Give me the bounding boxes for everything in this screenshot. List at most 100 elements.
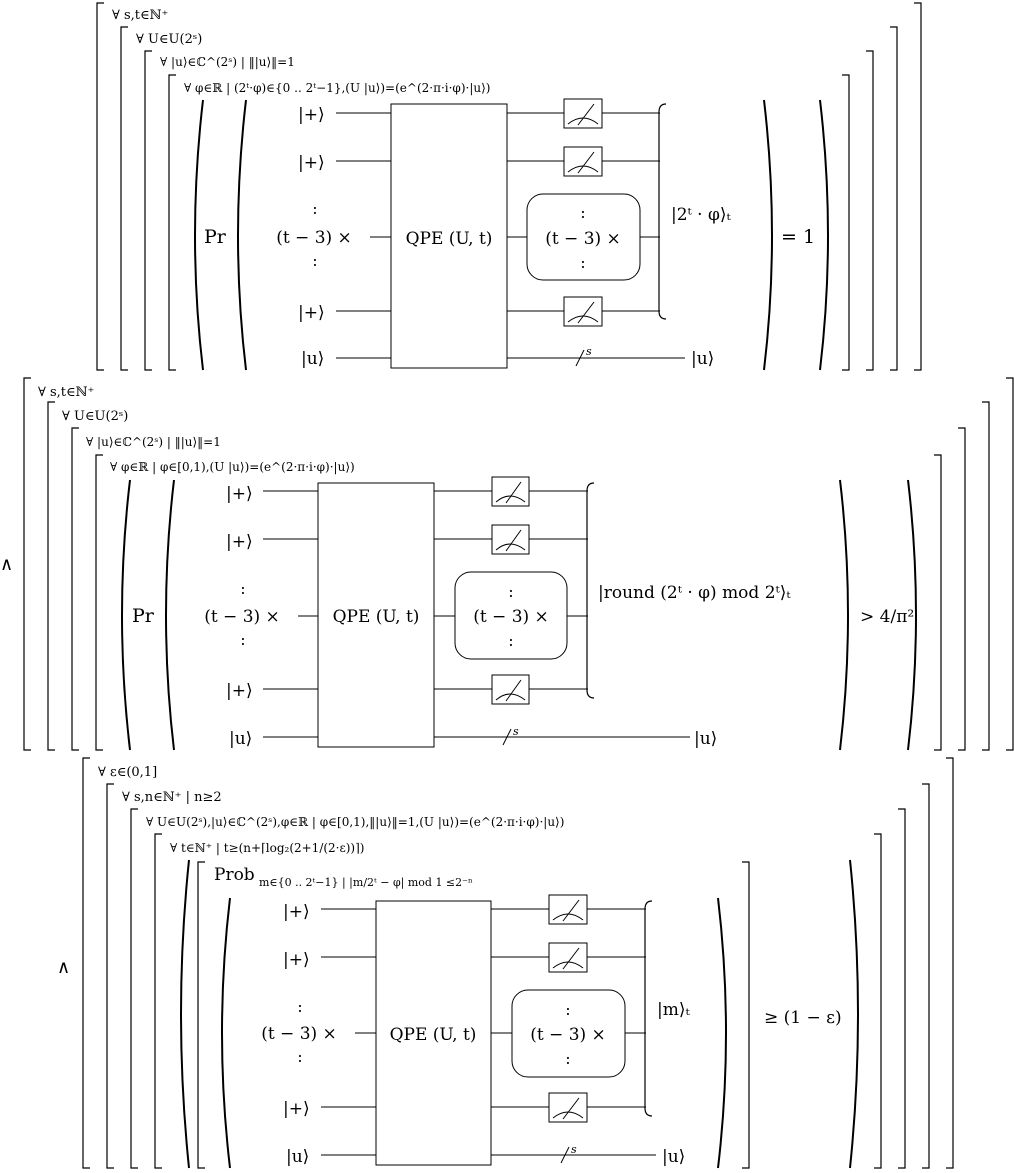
bracket-left <box>95 454 103 751</box>
bracket-left <box>82 757 90 1169</box>
probability-relation: ≥ (1 − ε) <box>764 1008 842 1028</box>
bracket-left <box>130 808 138 1169</box>
and-connective: ∧ <box>0 554 13 575</box>
bracket-right <box>898 808 906 1169</box>
bracket-right <box>914 2 922 371</box>
repeat-count-label: (t − 3) × <box>545 229 621 249</box>
ellipsis-dots: : <box>240 630 245 649</box>
quantifier-line: ∀ |u⟩∈ℂ^(2ˢ) | ‖|u⟩‖=1 <box>160 55 295 69</box>
bracket-left <box>106 783 114 1169</box>
input-state-label: |+⟩ <box>298 105 325 125</box>
quantifier-line: ∀ s,t∈ℕ⁺ <box>112 8 168 23</box>
paren-close <box>907 479 917 751</box>
repeat-count-label: (t − 3) × <box>473 607 549 627</box>
paren-open <box>121 479 131 751</box>
input-state-label: |+⟩ <box>283 1099 310 1119</box>
qpe-gate <box>375 900 492 1166</box>
bracket-right <box>982 401 990 751</box>
bracket-right <box>1006 377 1014 751</box>
qpe-gate-label: QPE (U, t) <box>406 229 493 249</box>
input-state-label: |+⟩ <box>283 902 310 922</box>
probability-label: Prob <box>214 865 255 885</box>
probability-relation: > 4/π² <box>860 607 914 627</box>
paren-open <box>165 479 175 751</box>
and-connective: ∧ <box>57 957 70 978</box>
bracket-right <box>742 861 750 1169</box>
qpe-gate-label: QPE (U, t) <box>333 607 420 627</box>
outcome-ket: |m⟩ₜ <box>657 1000 690 1020</box>
paren-open <box>194 99 204 371</box>
output-state-label: |u⟩ <box>694 729 717 749</box>
block-3: ∀ ε∈(0,1] ∀ s,n∈ℕ⁺ | n≥2 ∀ U∈U(2ˢ),|u⟩∈ℂ… <box>82 757 954 1169</box>
paren-close <box>819 99 829 371</box>
repeat-count-label: (t − 3) × <box>204 607 280 627</box>
bus-width-label: s <box>513 725 519 738</box>
bracket-right <box>958 427 966 751</box>
block-1: ∀ s,t∈ℕ⁺ ∀ U∈U(2ˢ) ∀ |u⟩∈ℂ^(2ˢ) | ‖|u⟩‖=… <box>96 2 922 371</box>
bus-slash <box>502 728 512 746</box>
bracket-left <box>197 861 205 1169</box>
ellipsis-dots: : <box>580 253 585 272</box>
quantifier-line: ∀ U∈U(2ˢ) <box>62 409 128 424</box>
ellipsis-dots: : <box>312 251 317 270</box>
bracket-right <box>874 833 882 1169</box>
measurement-group-box <box>526 193 641 281</box>
meter-icon <box>491 476 530 507</box>
output-state-label: |u⟩ <box>662 1147 685 1167</box>
input-state-label: |u⟩ <box>229 729 252 749</box>
bracket-left <box>120 26 128 371</box>
quantifier-line: ∀ φ∈ℝ | (2ᵗ·φ)∈{0 .. 2ᵗ−1},(U |u⟩)=(e^(2… <box>184 81 490 95</box>
ellipsis-dots: : <box>297 1047 302 1066</box>
quantifier-line: ∀ U∈U(2ˢ),|u⟩∈ℂ^(2ˢ),φ∈ℝ | φ∈[0,1),‖|u⟩‖… <box>146 815 564 829</box>
bracket-right <box>842 74 850 371</box>
quantifier-line: ∀ t∈ℕ⁺ | t≥(n+⌈log₂(2+1/(2·ε))⌉) <box>170 841 364 855</box>
input-state-label: |+⟩ <box>226 681 253 701</box>
ellipsis-dots: : <box>297 997 302 1016</box>
input-state-label: |+⟩ <box>298 153 325 173</box>
bracket-left <box>154 833 162 1169</box>
quantifier-line: ∀ U∈U(2ˢ) <box>136 32 202 47</box>
bracket-right <box>946 757 954 1169</box>
input-state-label: |u⟩ <box>286 1147 309 1167</box>
meter-icon <box>563 98 603 129</box>
bus-slash <box>575 349 585 367</box>
meter-icon <box>563 296 603 327</box>
bracket-right <box>922 783 930 1169</box>
paren-close <box>763 99 773 371</box>
repeat-count-label: (t − 3) × <box>261 1024 337 1044</box>
input-state-label: |u⟩ <box>301 349 324 369</box>
repeat-count-label: (t − 3) × <box>276 228 352 248</box>
paren-close <box>839 479 849 751</box>
ellipsis-dots: : <box>565 1049 570 1068</box>
probability-label: Pr <box>132 605 155 627</box>
output-brace <box>644 900 653 1117</box>
bracket-left <box>168 74 176 371</box>
meter-icon <box>491 674 530 705</box>
ellipsis-dots: : <box>580 203 585 222</box>
probability-label: Pr <box>204 226 227 248</box>
quantifier-line: ∀ |u⟩∈ℂ^(2ˢ) | ‖|u⟩‖=1 <box>86 435 221 449</box>
measurement-group-box <box>454 571 568 660</box>
probability-subscript: m∈{0 .. 2ᵗ−1} | |m/2ᵗ − φ| mod 1 ≤2⁻ⁿ <box>259 876 473 890</box>
meter-icon <box>563 146 603 177</box>
input-state-label: |+⟩ <box>283 950 310 970</box>
repeat-count-label: (t − 3) × <box>530 1025 606 1045</box>
bracket-right <box>890 26 898 371</box>
paren-open <box>180 859 190 1169</box>
bracket-left <box>47 401 55 751</box>
bus-width-label: s <box>586 345 592 358</box>
bracket-right <box>866 50 874 371</box>
meter-icon <box>548 894 588 925</box>
outcome-ket: |round (2ᵗ · φ) mod 2ᵗ⟩ₜ <box>598 583 791 603</box>
output-state-label: |u⟩ <box>691 349 714 369</box>
bracket-right <box>934 454 942 751</box>
bracket-left <box>144 50 152 371</box>
meter-icon <box>548 942 588 973</box>
input-state-label: |+⟩ <box>298 303 325 323</box>
quantifier-line: ∀ φ∈ℝ | φ∈[0,1),(U |u⟩)=(e^(2·π·i·φ)·|u⟩… <box>110 460 355 474</box>
measurement-group-box <box>511 989 626 1078</box>
output-brace <box>658 103 667 320</box>
quantifier-line: ∀ s,t∈ℕ⁺ <box>38 385 94 400</box>
paren-close <box>717 897 727 1169</box>
